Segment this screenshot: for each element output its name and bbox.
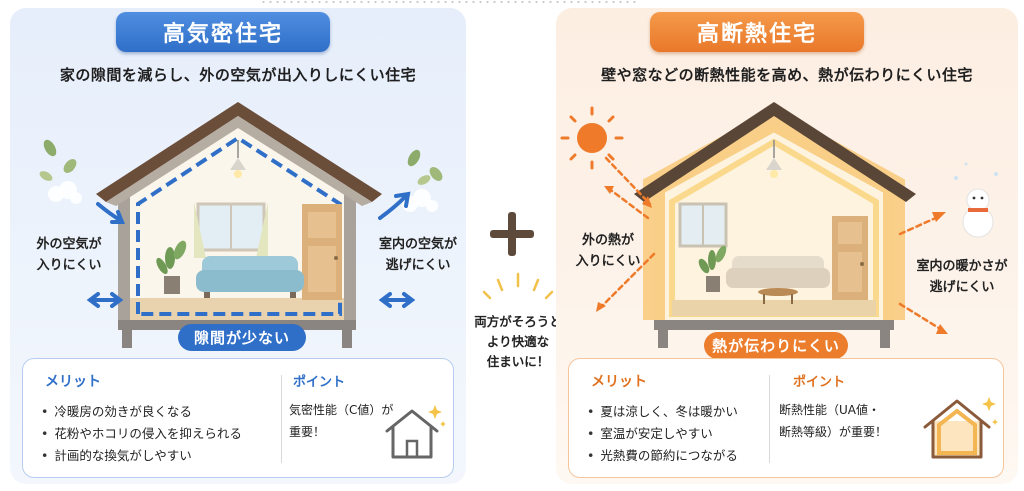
house-outline-icon [385, 405, 446, 459]
airtight-info-box: メリット 冷暖房の効きが良くなる 花粉やホコリの侵入を抑えられる 計画的な換気が… [22, 358, 454, 478]
insulated-merit-list: 夏は涼しく、冬は暖かい 室温が安定しやすい 光熱費の節約につながる [587, 401, 738, 467]
heat-in-arrows [598, 156, 656, 310]
insulated-merit-heading: メリット [591, 374, 647, 390]
arrow-in-icon [86, 202, 125, 308]
airtight-house-panel: 高気密住宅 家の隙間を減らし、外の空気が出入りしにくい住宅 [10, 8, 466, 484]
inside-air-label: 室内の空気が 逃げにくい [378, 237, 457, 273]
insulated-house-panel: 高断熱住宅 壁や窓などの断熱性能を高め、熱が伝わりにくい住宅 [556, 8, 1018, 484]
list-item: 夏は涼しく、冬は暖かい [587, 401, 738, 423]
insulated-info-box: メリット 夏は涼しく、冬は暖かい 室温が安定しやすい 光熱費の節約につながる ポ… [568, 358, 1004, 478]
sparkle-icon [982, 397, 998, 425]
box-divider [769, 375, 770, 463]
heat-out-arrows [898, 214, 944, 332]
airtight-point-text: 気密性能（C値）が 重要！ [289, 403, 394, 439]
wind-cloud-icon [402, 189, 438, 212]
snowman-icon [954, 162, 998, 238]
airtight-house-illustration [39, 102, 443, 348]
outside-air-label: 外の空気が 入りにくい [36, 237, 102, 273]
leaf-icon [39, 139, 77, 181]
airtight-status-pill: 隙間が少ない [178, 324, 306, 351]
list-item: 花粉やホコリの侵入を抑えられる [41, 423, 242, 445]
house-outline-icon [923, 397, 998, 459]
sofa-icon [196, 256, 304, 298]
insulated-title: 高断熱住宅 [650, 12, 864, 52]
lamp-icon [230, 140, 246, 178]
insulated-status-pill: 熱が伝わりにくい [704, 332, 848, 359]
airtight-merit-heading: メリット [45, 374, 101, 390]
door-icon [302, 204, 342, 300]
window-icon [678, 202, 728, 248]
list-item: 室温が安定しやすい [587, 423, 738, 445]
top-dotted-divider [260, 0, 640, 4]
airtight-boundary-line [136, 135, 342, 316]
airtight-point-heading: ポイント [293, 375, 346, 390]
sparkle-icon [428, 405, 446, 427]
coffee-table [758, 288, 798, 304]
window-icon [194, 202, 268, 258]
lamp-icon [766, 140, 782, 178]
insulated-subtitle: 壁や窓などの断熱性能を高め、熱が伝わりにくい住宅 [601, 66, 973, 84]
insulated-point-text: 断熱性能（UA値・ 断熱等級）が重要！ [779, 403, 888, 439]
plant-icon [156, 240, 187, 294]
plus-icon [490, 212, 534, 256]
sofa-icon [726, 256, 830, 288]
box-divider [281, 375, 282, 463]
list-item: 冷暖房の効きが良くなる [41, 401, 242, 423]
door-icon [832, 216, 868, 300]
inside-warmth-label: 室内の暖かさが 逃げにくい [916, 259, 1008, 295]
plant-icon [698, 245, 727, 292]
list-item: 計画的な換気がしやすい [41, 445, 242, 467]
wind-cloud-icon [48, 181, 82, 204]
insulated-house-illustration [560, 102, 998, 348]
sun-icon [560, 106, 624, 170]
airtight-subtitle: 家の隙間を減らし、外の空気が出入りしにくい住宅 [59, 66, 417, 84]
arrowhead-icon [932, 212, 948, 334]
house-body [634, 102, 916, 348]
sparkle-icon [482, 272, 554, 300]
outside-heat-label: 外の熱が 入りにくい [575, 233, 641, 269]
list-item: 光熱費の節約につながる [587, 445, 738, 467]
center-note: 両方がそろうと より快適な 住まいに！ [474, 314, 562, 369]
airtight-merit-list: 冷暖房の効きが良くなる 花粉やホコリの侵入を抑えられる 計画的な換気がしやすい [41, 401, 242, 467]
airtight-title: 高気密住宅 [116, 12, 330, 52]
arrowhead-icon [596, 186, 652, 312]
leaf-icon [407, 149, 443, 185]
arrow-out-icon [378, 191, 416, 308]
insulated-point-heading: ポイント [793, 375, 846, 390]
